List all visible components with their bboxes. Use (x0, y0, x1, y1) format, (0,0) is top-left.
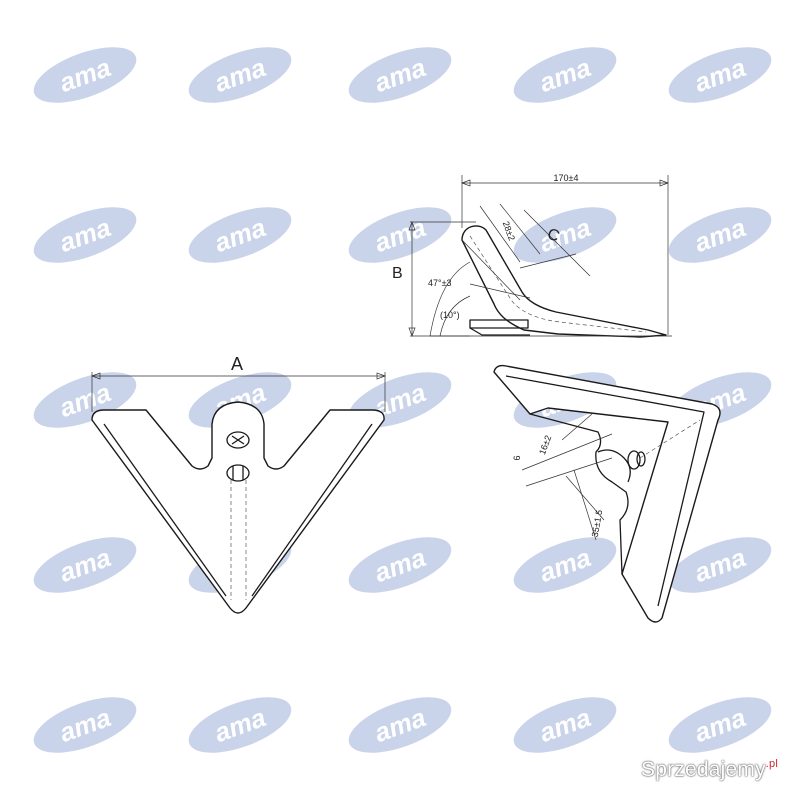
ama-watermark: ama (348, 697, 452, 753)
dim-slot-length: 35±1.5 (590, 509, 605, 538)
ama-watermark-oval (513, 47, 617, 103)
front-view: A (91, 354, 386, 614)
ama-watermark: ama (668, 537, 772, 593)
ama-watermark: ama (513, 537, 617, 593)
ama-watermark-oval (188, 697, 292, 753)
ama-watermark-oval (513, 697, 617, 753)
ama-watermark-oval (513, 537, 617, 593)
ama-watermark-oval (668, 697, 772, 753)
dim-hole-offset: 6 (512, 455, 522, 460)
ama-watermark-oval (33, 697, 137, 753)
ama-watermark: ama (33, 207, 137, 263)
ama-watermark-oval (348, 697, 452, 753)
ama-watermark: ama (513, 697, 617, 753)
ama-watermark-oval (188, 207, 292, 263)
dim-label-a: A (231, 354, 243, 374)
dim-label-c: C (545, 226, 562, 246)
ama-watermark-oval (668, 47, 772, 103)
dim-width-top: 170±4 (554, 173, 579, 183)
dim-hole-size: 16±2 (537, 434, 553, 456)
ama-watermark-oval (348, 537, 452, 593)
dim-label-b: B (392, 265, 403, 282)
ama-watermark-oval (668, 537, 772, 593)
dim-angle-small: (10°) (440, 310, 460, 320)
ama-watermark: ama (33, 537, 137, 593)
ama-watermark: ama (348, 47, 452, 103)
ama-watermark: ama (668, 47, 772, 103)
ama-watermark: ama (348, 207, 452, 263)
ama-watermark-oval (33, 207, 137, 263)
ama-watermark: ama (33, 697, 137, 753)
ama-watermark-oval (668, 207, 772, 263)
ama-watermark-oval (348, 207, 452, 263)
ama-watermark: ama (188, 207, 292, 263)
ama-watermark-oval (188, 47, 292, 103)
ama-watermark: ama (33, 47, 137, 103)
ama-watermark-oval (33, 47, 137, 103)
ama-watermark-oval (33, 372, 137, 428)
ama-watermark: ama (668, 207, 772, 263)
ama-watermark: ama (513, 47, 617, 103)
site-name: Sprzedajemy (641, 758, 766, 781)
perspective-view: 16±2 6 35±1.5 (493, 364, 721, 623)
sprzedajemy-logo: Sprzedajemy.pl (641, 758, 778, 782)
ama-watermark-oval (33, 537, 137, 593)
dim-angle-main: 47°±3 (428, 278, 452, 288)
ama-watermark: ama (188, 697, 292, 753)
site-tld: .pl (765, 758, 778, 770)
ama-watermark: ama (513, 207, 617, 263)
ama-watermark-oval (348, 47, 452, 103)
ama-watermark: ama (348, 537, 452, 593)
ama-watermark: ama (668, 697, 772, 753)
ama-watermark-oval (513, 207, 617, 263)
ama-watermark: ama (188, 47, 292, 103)
